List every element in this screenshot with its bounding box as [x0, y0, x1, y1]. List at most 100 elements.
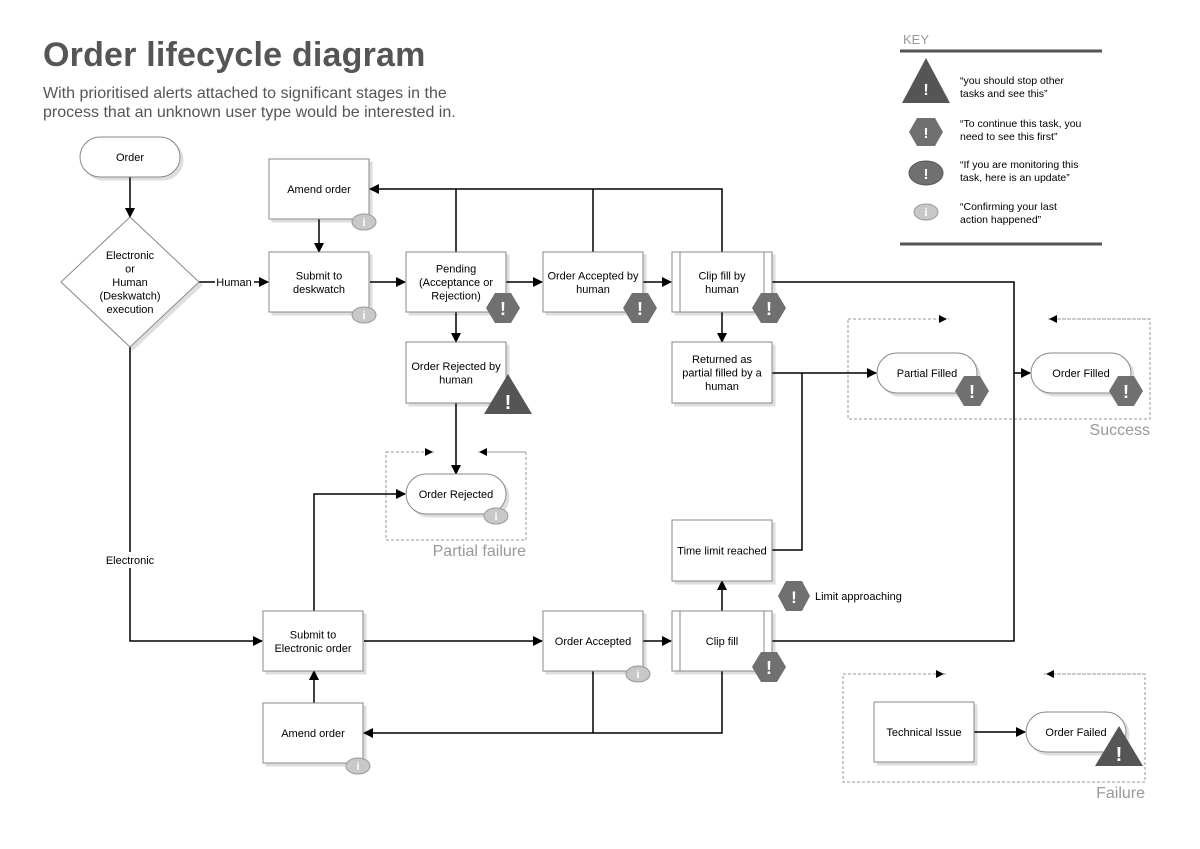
- svg-text:!: !: [766, 299, 772, 319]
- svg-text:!: !: [505, 392, 512, 414]
- node-label: Partial Filled: [897, 368, 958, 380]
- process-shape: [873, 701, 975, 763]
- edge-back-to-amend: [369, 184, 723, 252]
- process-shape: [262, 702, 364, 764]
- terminal-shape: [876, 352, 978, 394]
- triangle-alert-icon: [902, 58, 950, 103]
- svg-text:!: !: [500, 299, 506, 319]
- node-clip-fill[interactable]: Clip fill!: [671, 610, 786, 682]
- group-success: Success: [847, 315, 1151, 439]
- info-glyph: i: [924, 207, 927, 219]
- info-ellipse-icon: i: [351, 213, 377, 231]
- triangle-alert-icon: !: [484, 374, 532, 414]
- exclamation-glyph: !: [791, 588, 797, 607]
- process-shape: [405, 251, 507, 313]
- info-ellipse-icon: i: [625, 665, 651, 683]
- svg-text:i: i: [494, 511, 497, 523]
- node-amend-order-top[interactable]: Amend order i: [268, 158, 377, 231]
- page-title: Order lifecycle diagram: [43, 36, 426, 74]
- node-label: Time limit reached: [677, 546, 766, 558]
- node-order-accepted[interactable]: Order Accepted i: [542, 610, 651, 683]
- hexagon-alert-icon: [909, 118, 943, 146]
- process-shape: [671, 341, 773, 404]
- svg-text:!: !: [766, 658, 772, 678]
- process-shape: [268, 251, 370, 313]
- terminal-shape: [79, 136, 181, 178]
- node-technical-issue[interactable]: Technical Issue: [873, 701, 975, 763]
- node-label: Technical Issue: [886, 727, 961, 739]
- svg-text:!: !: [1123, 382, 1129, 402]
- process-shape: [262, 610, 364, 672]
- svg-text:!: !: [637, 299, 643, 319]
- node-label: Clip fill: [706, 636, 738, 648]
- limit-approaching-label: Limit approaching: [815, 591, 902, 603]
- hexagon-alert-icon: [778, 581, 810, 611]
- group-label-partial-failure: Partial failure: [433, 543, 526, 560]
- page-subtitle: With prioritised alerts attached to sign…: [43, 85, 456, 121]
- edge-timelimit-to-partial: [772, 373, 803, 551]
- terminal-shape: [405, 473, 507, 515]
- hexagon-alert-icon: !: [623, 293, 657, 323]
- hexagon-alert-icon: !: [486, 293, 520, 323]
- svg-text:i: i: [362, 310, 365, 322]
- edge-label-human: Human: [216, 277, 251, 289]
- exclamation-glyph: !: [924, 125, 929, 142]
- process-shape: [542, 610, 644, 672]
- node-order-filled[interactable]: Order Filled!: [1030, 352, 1143, 406]
- key-heading: KEY: [903, 32, 929, 47]
- node-label: Order Accepted: [555, 636, 631, 648]
- node-label: Amend order: [287, 184, 351, 196]
- group-label-failure: Failure: [1096, 785, 1145, 802]
- svg-text:!: !: [1116, 744, 1123, 766]
- triangle-alert-icon: !: [1095, 726, 1143, 766]
- connectors: [125, 177, 1031, 738]
- process-shape: [671, 251, 773, 313]
- exclamation-glyph: !: [923, 82, 928, 99]
- node-order[interactable]: Order: [79, 136, 181, 178]
- node-time-limit[interactable]: Time limit reached: [671, 519, 773, 582]
- exclamation-glyph: !: [924, 166, 929, 183]
- group-label-success: Success: [1090, 422, 1150, 439]
- process-shape: [405, 341, 507, 404]
- node-order-failed[interactable]: Order Failed!: [1025, 711, 1143, 766]
- hexagon-alert-icon: !: [955, 376, 989, 406]
- limit-approaching-alert: ! Limit approaching: [778, 581, 902, 611]
- info-ellipse-icon: i: [351, 306, 377, 324]
- process-shape: [671, 610, 773, 672]
- svg-text:!: !: [969, 382, 975, 402]
- node-label: Amend order: [281, 728, 345, 740]
- edge-clipfill-human-to-filled: [772, 281, 1031, 378]
- process-shape: [671, 519, 773, 582]
- node-label: Order Failed: [1045, 727, 1106, 739]
- node-partial-filled[interactable]: Partial Filled!: [876, 352, 989, 406]
- node-label: Order: [116, 152, 144, 164]
- edge-submit-elec-to-rejected: [313, 489, 406, 611]
- group-failure: Failure: [842, 670, 1146, 802]
- node-label: Order Rejected: [419, 489, 494, 501]
- svg-text:i: i: [362, 217, 365, 229]
